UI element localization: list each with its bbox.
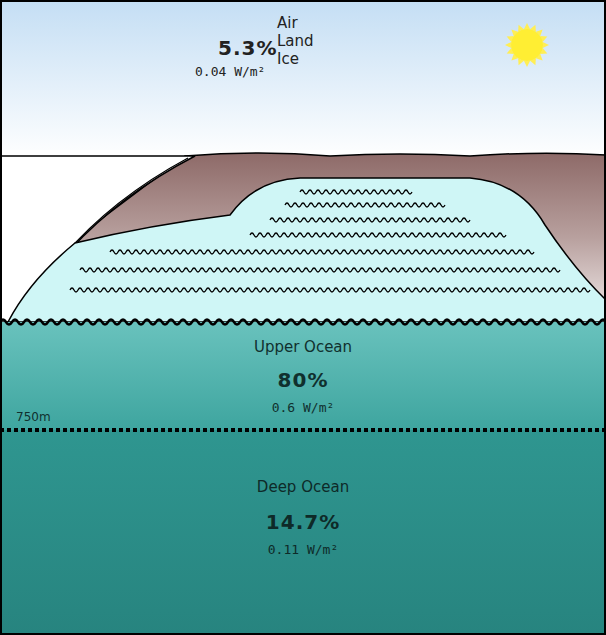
percent-value: 14.7% — [0, 510, 606, 534]
percent-value: 5.3% — [218, 36, 277, 60]
water-ripple — [110, 250, 534, 254]
region-name: Air Land Ice — [277, 14, 314, 68]
depth-label: 750m — [16, 410, 51, 424]
flux-value: 0.6 W/m² — [0, 400, 606, 415]
water-ripple — [70, 288, 590, 292]
water-ripple — [270, 218, 470, 222]
flux-value: 0.11 W/m² — [0, 542, 606, 557]
band-deep-ocean: Deep Ocean 14.7% 0.11 W/m² — [0, 440, 606, 590]
water-ripple — [300, 190, 412, 194]
region-name: Deep Ocean — [0, 478, 606, 496]
percent-value: 80% — [0, 368, 606, 392]
flux-value: 0.04 W/m² — [195, 64, 265, 79]
water-ripple — [250, 233, 506, 237]
band-upper-ocean: Upper Ocean 80% 0.6 W/m² — [0, 330, 606, 428]
region-name: Upper Ocean — [0, 338, 606, 356]
band-air-land-ice: 5.3%Air Land Ice 0.04 W/m² — [0, 0, 606, 150]
water-ripple — [285, 203, 445, 207]
water-ripple — [80, 268, 560, 272]
